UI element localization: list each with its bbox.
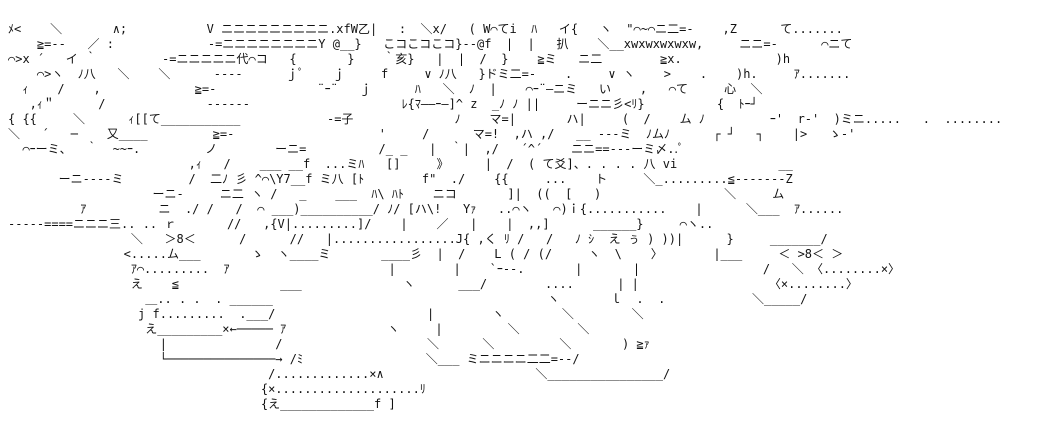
art-line-2: ≧=-- ／ : -=ニニニニニニニニY @__} こコこコこコ}--@f | … [8,37,853,51]
art-line-22: | / ＼ ＼ ＼ ) ≧ｧ [8,337,650,351]
art-line-24: /.............×∧ ＼________________/ [8,367,671,381]
art-line-15: ＼ ＞8＜ / // |.................J{ ,く ﾘ / /… [8,232,828,246]
art-line-18: え ≦ ___ ヽ ___/ .... | | 〈×........〉 [8,277,858,291]
art-line-13: ｱ ニ ./ / / ⌒ ___)__________/ ﾉ/ [ハ\! Yｧ … [8,202,844,216]
art-line-12: ーニ- ニ二 ヽ / _ ___ ﾊ\ ﾊﾄ ニコ ]| (( [ ) ＼ ム [8,187,785,201]
art-line-1: ﾒ< ＼ ∧; V ニニニニニニニニニ.xfW乙| : ＼x/ ( W⌒てi ﾊ… [8,22,843,36]
art-line-16: <.....ム___ ゝ ヽ____ミ ____彡 | / L ( / (/ ヽ… [8,247,844,261]
art-line-23: └───────────────→ /ﾐ ＼___ ミニニニニ二二=--/ [8,352,580,366]
art-line-3: ⌒>x ´ イ ｀ -=ニニニニニ代⌒コ { } ｀亥} | | / } ≧ミ … [8,52,791,66]
art-line-14: -----====ニニニ三.. .. ｒ // ,{V|.........]/ … [8,217,714,231]
art-line-9: ⌒ｰーミ、 ｀ ~~ｰ. ノ ーニ= /_ _ | ｀| ,/ ´^´ ニニ==… [8,142,684,156]
art-line-19: ＿.. . . . ______ ヽ ｌ . . ＼_____/ [8,292,808,306]
art-line-20: j f......... .___/ | ヽ ＼ ＼ [8,307,644,321]
art-line-7: { {{ ＼ ｨ[[て___________ -=子 ﾉ マ=| ハ| ( / … [8,112,1003,126]
art-line-11: ーニ----ミ / 二ﾉ 彡 ^⌒\Y7__f ミ八 [ﾄ f" ./ {{ .… [8,172,793,186]
art-line-21: え_________×←───── ｱ ヽ | ＼ ＼ [8,322,590,336]
art-line-5: ｨ / , ≧=- ¨ｰ¨ ｊ ﾊ ＼ ﾉ | ⌒ｰ¨―ニミ い , ⌒て 心 … [8,82,763,96]
art-line-8: ＼ ´ ─ 又____ ≧=- ' / マ=! ,ハ ,/ __ ---ミ ﾉム… [8,127,856,141]
art-line-25: {×....................ﾘ [8,382,426,396]
art-line-17: ｱ⌒......... ｱ | | `ｰ--. | | / ＼ 〈.......… [8,262,901,276]
art-line-6: ,ｨ＂ / ------ ﾚ{ﾏ――ｰ―]^ z _ﾉ ﾉ || ーニニ彡<ﾘ}… [8,97,758,111]
art-line-26: {え_____________f ] [8,397,396,411]
art-line-10: ,ｨ / ___ __f ...ミﾊ [] 》 | / ( て爻]、. . . … [8,157,793,171]
art-line-4: ⌒>ヽ ﾉ八 ＼ ＼ ---- ｊﾟ ｊ f ∨ ﾉ八 }ドミ二=- . ∨ ヽ… [8,67,851,81]
